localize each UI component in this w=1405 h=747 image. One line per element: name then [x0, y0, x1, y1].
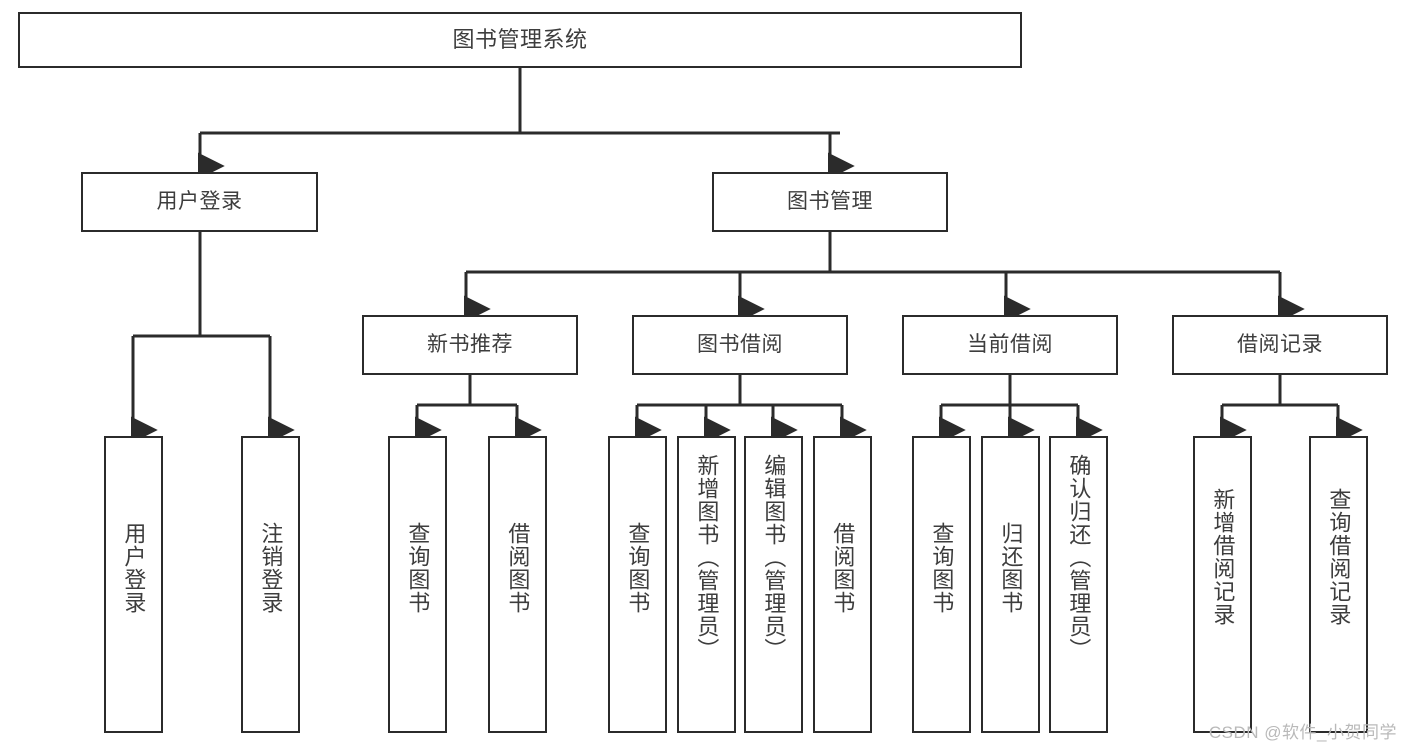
node-current-borrow-label: 当前借阅	[967, 332, 1053, 356]
node-leaf-user-login-label: 用户登录	[121, 522, 147, 614]
node-root-label: 图书管理系统	[452, 27, 588, 53]
node-leaf-edit-book-label: 编辑图书（管理员）	[761, 454, 787, 661]
node-leaf-add-record-label: 新增借阅记录	[1210, 488, 1236, 626]
node-new-book-recommend-label: 新书推荐	[427, 332, 513, 356]
node-leaf-logout[interactable]: 注销登录	[241, 436, 300, 733]
node-user-login[interactable]: 用户登录	[81, 172, 318, 232]
node-book-manage[interactable]: 图书管理	[712, 172, 948, 232]
node-leaf-borrow-book-2-label: 借阅图书	[830, 522, 856, 614]
node-borrow-record-label: 借阅记录	[1237, 332, 1323, 356]
node-leaf-return-book[interactable]: 归还图书	[981, 436, 1040, 733]
node-leaf-add-book-label: 新增图书（管理员）	[694, 454, 720, 661]
node-leaf-query-book-3-label: 查询图书	[929, 522, 955, 614]
node-leaf-return-book-label: 归还图书	[998, 522, 1024, 614]
node-leaf-borrow-book-1[interactable]: 借阅图书	[488, 436, 547, 733]
node-leaf-query-book-1-label: 查询图书	[405, 522, 431, 614]
node-leaf-add-record[interactable]: 新增借阅记录	[1193, 436, 1252, 733]
node-leaf-query-book-2[interactable]: 查询图书	[608, 436, 667, 733]
node-leaf-query-record-label: 查询借阅记录	[1326, 488, 1352, 626]
node-leaf-query-book-3[interactable]: 查询图书	[912, 436, 971, 733]
node-leaf-borrow-book-1-label: 借阅图书	[505, 522, 531, 614]
node-leaf-add-book[interactable]: 新增图书（管理员）	[677, 436, 736, 733]
node-leaf-confirm-return[interactable]: 确认归还（管理员）	[1049, 436, 1108, 733]
node-borrow-record[interactable]: 借阅记录	[1172, 315, 1388, 375]
node-leaf-query-book-1[interactable]: 查询图书	[388, 436, 447, 733]
node-leaf-logout-label: 注销登录	[258, 522, 284, 614]
node-leaf-edit-book[interactable]: 编辑图书（管理员）	[744, 436, 803, 733]
node-leaf-user-login[interactable]: 用户登录	[104, 436, 163, 733]
node-current-borrow[interactable]: 当前借阅	[902, 315, 1118, 375]
node-book-borrow[interactable]: 图书借阅	[632, 315, 848, 375]
node-user-login-label: 用户登录	[156, 189, 243, 213]
node-leaf-borrow-book-2[interactable]: 借阅图书	[813, 436, 872, 733]
node-root[interactable]: 图书管理系统	[18, 12, 1022, 68]
node-book-borrow-label: 图书借阅	[697, 332, 783, 356]
node-new-book-recommend[interactable]: 新书推荐	[362, 315, 578, 375]
node-leaf-confirm-return-label: 确认归还（管理员）	[1066, 454, 1092, 661]
node-leaf-query-record[interactable]: 查询借阅记录	[1309, 436, 1368, 733]
csdn-watermark: CSDN @软件_小贺同学	[1208, 723, 1397, 742]
node-book-manage-label: 图书管理	[787, 189, 873, 213]
node-leaf-query-book-2-label: 查询图书	[625, 522, 651, 614]
